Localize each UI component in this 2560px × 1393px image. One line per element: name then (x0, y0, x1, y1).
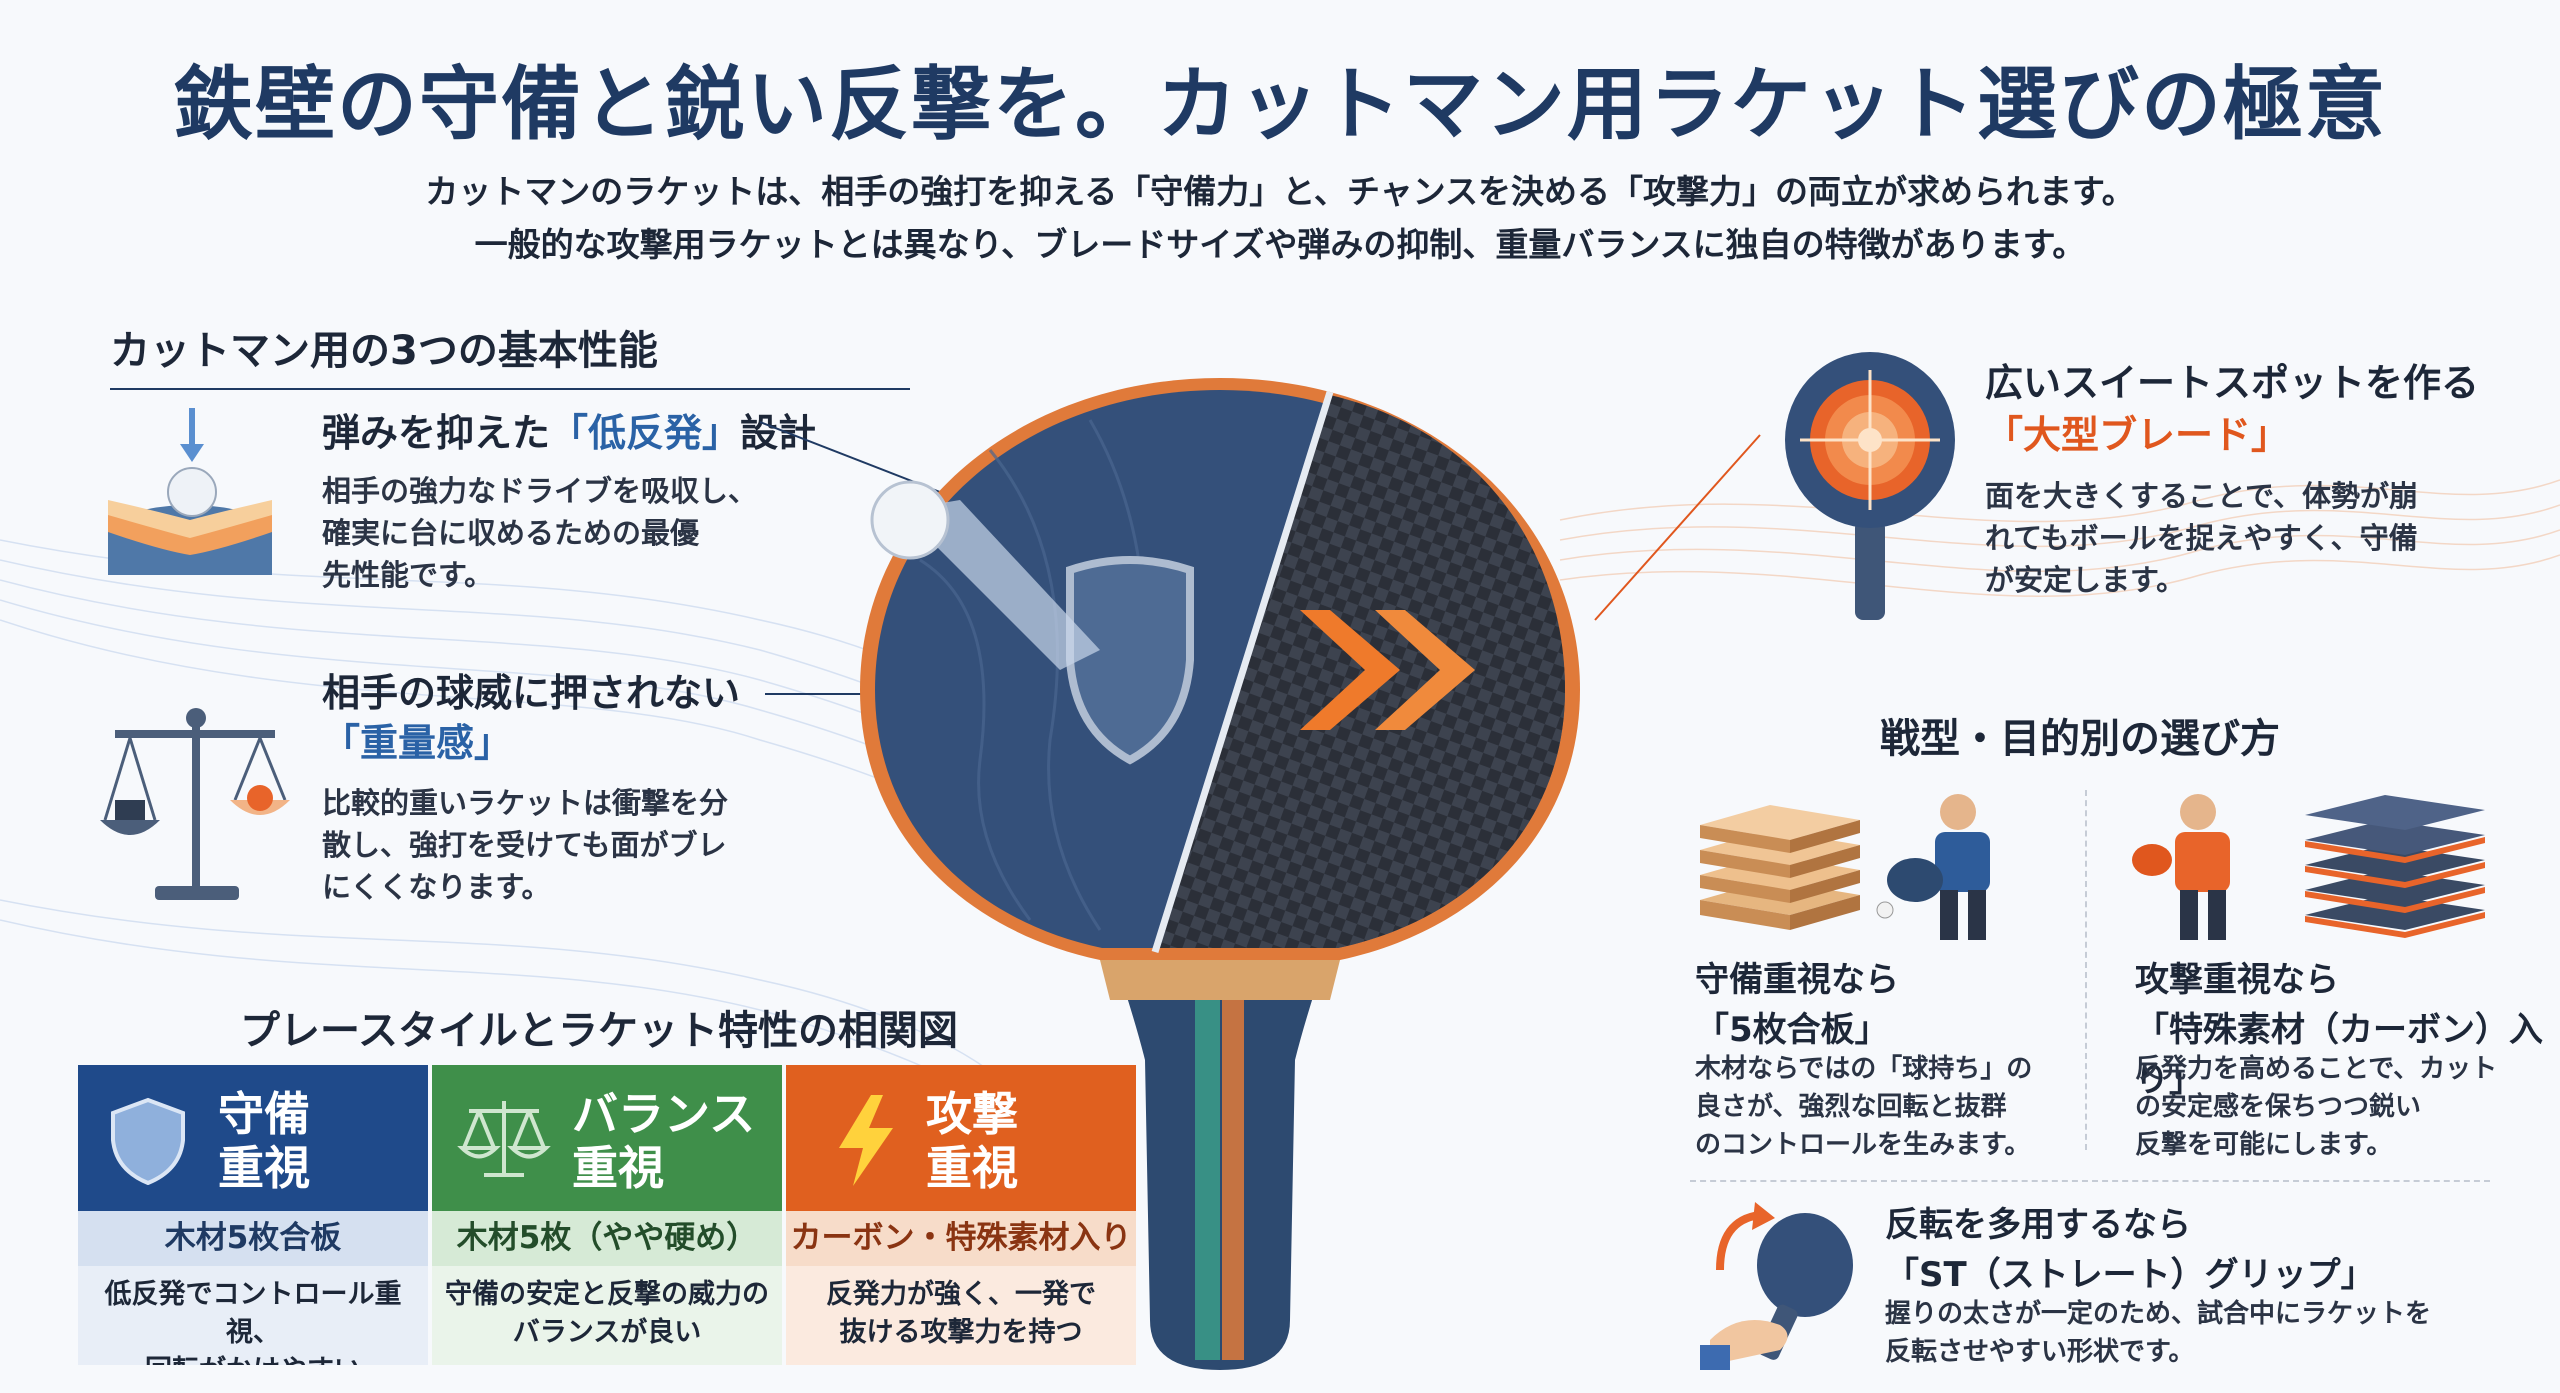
item1-title-pre: 弾みを抑えた (322, 411, 551, 455)
card-label-line: 攻撃 (926, 1087, 1018, 1141)
card-label-line: 守備 (218, 1087, 310, 1141)
basics-underline (110, 388, 910, 390)
defense-choice-desc: 木材ならではの「球持ち」の 良さが、強烈な回転と抜群 のコントロールを生みます。 (1695, 1050, 2032, 1164)
card-balance-label: バランス 重視 (572, 1087, 755, 1195)
sweetspot-connector-line (1594, 434, 1761, 621)
page-title: 鉄壁の守備と鋭い反撃を。カットマン用ラケット選びの極意 (173, 58, 2387, 151)
item1-desc-line: 相手の強力なドライブを吸収し、 (322, 474, 758, 508)
card-attack-label: 攻撃 重視 (926, 1087, 1018, 1195)
item1-desc-line: 先性能です。 (322, 558, 494, 592)
card-label-line: バランス (572, 1087, 756, 1141)
subtitle-line-2: 一般的な攻撃用ラケットとは異なり、ブレードサイズや弾みの抑制、重量バランスに独自… (474, 225, 2086, 264)
card-desc-line: 抜ける攻撃力を持つ (839, 1317, 1083, 1348)
card-label-line: 重視 (218, 1141, 310, 1195)
defense-choice-title-line: 「5枚合板」 (1695, 1010, 1889, 1050)
defense-choice-title-line: 守備重視なら (1695, 960, 1899, 1000)
shield-icon (111, 1097, 185, 1185)
item2-title-highlight: 「重量感」 (322, 721, 513, 765)
card-desc-line: バランスが良い (512, 1317, 702, 1348)
choose-divider-horizontal (1690, 1180, 2490, 1182)
card-balance-header: バランス 重視 (432, 1065, 782, 1211)
defense-choice-desc-line: 良さが、強烈な回転と抜群 (1695, 1092, 2007, 1122)
card-attack: 攻撃 重視 カーボン・特殊素材入り 反発力が強く、一発で 抜ける攻撃力を持つ (786, 1065, 1136, 1365)
card-attack-header: 攻撃 重視 (786, 1065, 1136, 1211)
sweetspot-desc: 面を大きくすることで、体勢が崩 れてもボールを捉えやすく、守備 が安定します。 (1985, 475, 2418, 601)
item1-desc-line: 確実に台に収めるための最優 (322, 516, 700, 550)
grip-choice-title-line: 「ST（ストレート）グリップ」 (1885, 1255, 2375, 1295)
item1-title-highlight: 「低反発」 (550, 411, 741, 455)
card-desc-line: 反発力が強く、一発で (826, 1279, 1096, 1310)
item2-desc-line: にくくなります。 (322, 870, 551, 904)
subtitle-line-1: カットマンのラケットは、相手の強打を抑える「守備力」と、チャンスを決める「攻撃力… (425, 172, 2135, 211)
card-defense: 守備 重視 木材5枚合板 低反発でコントロール重視、 回転がかけやすい (78, 1065, 428, 1365)
sweetspot-desc-line: が安定します。 (1985, 563, 2186, 597)
item2-desc-line: 比較的重いラケットは衝撃を分 (322, 786, 729, 820)
incoming-ball-icon (870, 480, 1100, 670)
racket-illustration (860, 378, 1580, 1370)
card-label-line: 重視 (572, 1141, 664, 1195)
defense-choice-desc-line: のコントロールを生みます。 (1695, 1130, 2031, 1160)
grip-choice-desc: 握りの太さが一定のため、試合中にラケットを 反転させやすい形状です。 (1885, 1295, 2431, 1371)
sweetspot-desc-line: 面を大きくすることで、体勢が崩 (1985, 479, 2418, 513)
lightning-icon (839, 1095, 893, 1186)
balance-icon (457, 1101, 551, 1177)
card-defense-header: 守備 重視 (78, 1065, 428, 1211)
attack-choice-desc-line: 反撃を可能にします。 (2135, 1130, 2393, 1160)
grip-choice-title: 反転を多用するなら 「ST（ストレート）グリップ」 (1885, 1200, 2375, 1300)
card-defense-desc: 低反発でコントロール重視、 回転がかけやすい (78, 1266, 428, 1365)
attack-choice-title: 攻撃重視なら 「特殊素材（カーボン）入り」 (2135, 955, 2560, 1105)
item2-title: 相手の球威に押されない (322, 671, 741, 715)
grip-rotate-icon (1700, 1202, 1853, 1370)
item2-desc-line: 散し、強打を受けても面がブレ (322, 828, 727, 862)
card-balance: バランス 重視 木材5枚（やや硬め） 守備の安定と反撃の威力の バランスが良い (432, 1065, 782, 1365)
item1-title: 弾みを抑えた「低反発」設計 (322, 408, 816, 458)
attack-choice-desc-line: の安定感を保ちつつ鋭い (2135, 1092, 2422, 1122)
sweetspot-title: 広いスイートスポットを作る (1985, 361, 2480, 405)
attack-choice-title-line: 攻撃重視なら (2135, 960, 2339, 1000)
card-desc-line: 回転がかけやすい (78, 1352, 428, 1365)
card-defense-material: 木材5枚合板 (78, 1211, 428, 1266)
card-desc-line: 守備の安定と反撃の威力の (445, 1279, 769, 1310)
carbon-ply-icon (2132, 794, 2485, 940)
ball-impact-icon (108, 408, 272, 575)
attack-choice-desc-line: 反発力を高めることで、カット (2135, 1054, 2498, 1084)
choose-heading: 戦型・目的別の選び方 (1880, 716, 2280, 762)
choose-divider-vertical (2085, 790, 2087, 1150)
attack-choice-title-line: 「特殊素材（カーボン）入り」 (2135, 1010, 2543, 1100)
scale-icon (100, 708, 290, 900)
card-attack-desc: 反発力が強く、一発で 抜ける攻撃力を持つ (786, 1266, 1136, 1365)
target-racket-icon (1785, 352, 1955, 620)
correlation-heading: プレースタイルとラケット特性の相関図 (240, 1008, 958, 1054)
grip-choice-desc-line: 握りの太さが一定のため、試合中にラケットを (1885, 1299, 2432, 1329)
card-label-line: 重視 (926, 1141, 1018, 1195)
card-balance-material: 木材5枚（やや硬め） (432, 1211, 782, 1266)
item1-title-post: 設計 (740, 411, 817, 455)
sweetspot-desc-line: れてもボールを捉えやすく、守備 (1985, 521, 2418, 555)
card-balance-desc: 守備の安定と反撃の威力の バランスが良い (432, 1266, 782, 1365)
card-desc-line: 低反発でコントロール重視、 (104, 1279, 402, 1348)
basics-heading: カットマン用の3つの基本性能 (110, 328, 658, 374)
defense-choice-title: 守備重視なら 「5枚合板」 (1695, 955, 1899, 1055)
defense-choice-desc-line: 木材ならではの「球持ち」の (1695, 1054, 2033, 1084)
attack-choice-desc: 反発力を高めることで、カット の安定感を保ちつつ鋭い 反撃を可能にします。 (2135, 1050, 2497, 1164)
item1-desc: 相手の強力なドライブを吸収し、 確実に台に収めるための最優 先性能です。 (322, 470, 757, 596)
item2-desc: 比較的重いラケットは衝撃を分 散し、強打を受けても面がブレ にくくなります。 (322, 782, 728, 908)
card-defense-label: 守備 重視 (218, 1087, 310, 1195)
sweetspot-title-highlight: 「大型ブレード」 (1985, 413, 2290, 457)
wood-ply-icon (1700, 794, 1990, 940)
grip-choice-title-line: 反転を多用するなら (1885, 1205, 2191, 1245)
grip-choice-desc-line: 反転させやすい形状です。 (1885, 1337, 2195, 1367)
item1-connector-line (760, 421, 941, 493)
card-attack-material: カーボン・特殊素材入り (786, 1211, 1136, 1266)
